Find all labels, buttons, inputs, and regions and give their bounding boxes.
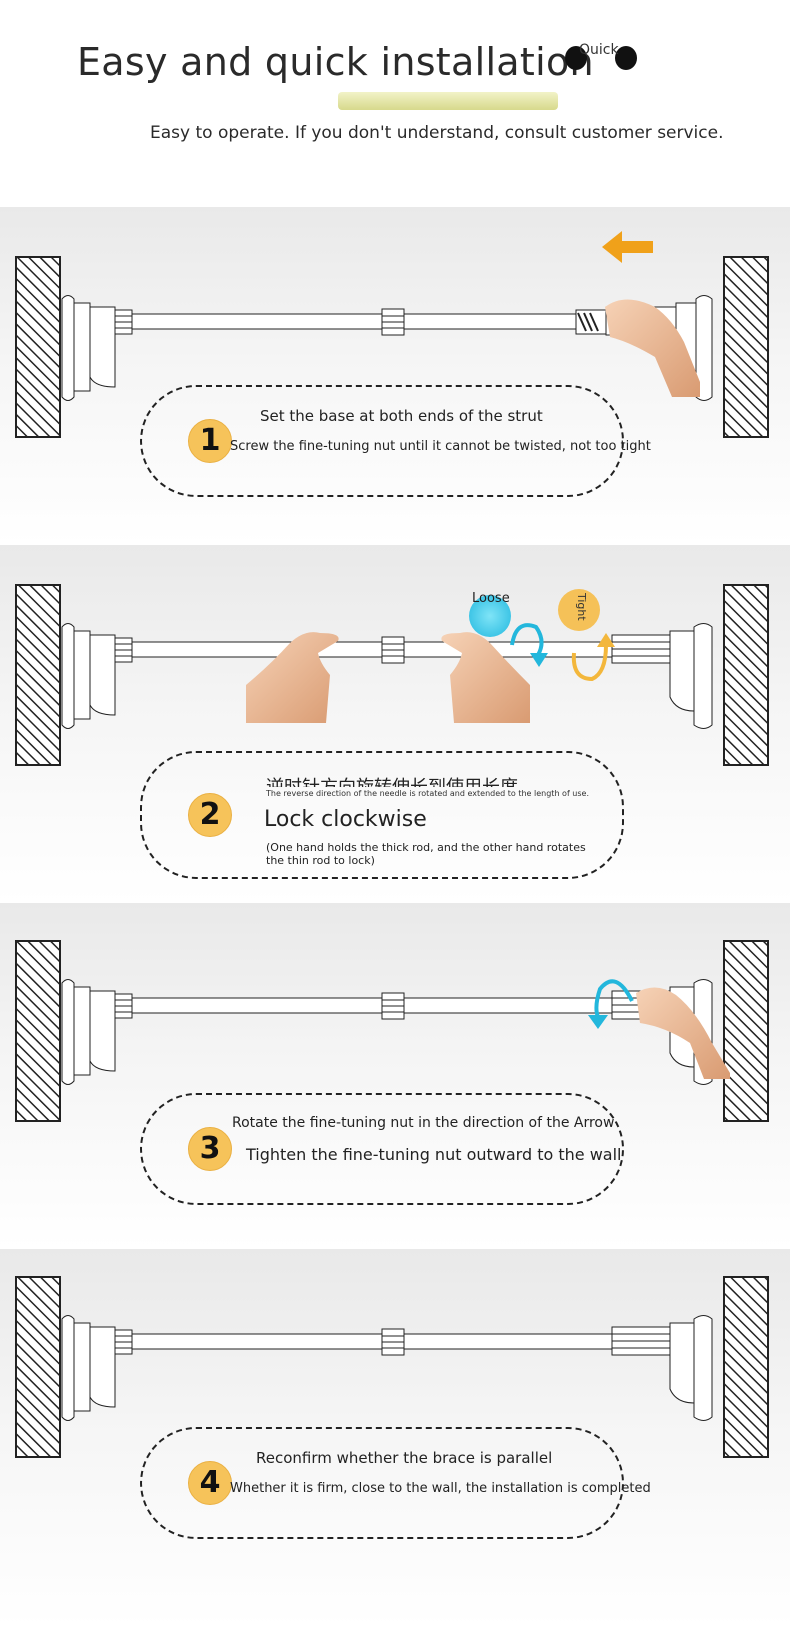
step-4-line1: Reconfirm whether the brace is parallel [256,1449,553,1467]
rod-illustration [15,940,769,1122]
dot-icon [565,46,587,70]
subtitle: Easy to operate. If you don't understand… [150,123,724,143]
step-1-line2: Screw the fine-tuning nut until it canno… [230,439,651,454]
dot-icon [615,46,637,70]
step-2-panel: Loose Tight 2 逆时针方向旋转伸长到使用长度 The reverse… [0,545,790,903]
rod-illustration [15,584,769,766]
loose-badge [469,595,511,637]
step-number-badge: 4 [188,1461,232,1505]
step-number-badge: 3 [188,1127,232,1171]
loose-label: Loose [472,591,510,606]
step-2-title: Lock clockwise [264,807,427,832]
step-1-panel: 1 Set the base at both ends of the strut… [0,207,790,545]
quick-badge: Quick [565,42,641,70]
title-highlight [338,92,558,110]
step-3-line1: Rotate the fine-tuning nut in the direct… [232,1115,615,1131]
step-3-bubble: 3 Rotate the fine-tuning nut in the dire… [140,1093,624,1205]
step-2-bubble: 2 逆时针方向旋转伸长到使用长度 The reverse direction o… [140,751,624,879]
page-title: Easy and quick installation [77,40,594,84]
step-2-english-small: The reverse direction of the needle is r… [266,789,590,798]
step-1-line1: Set the base at both ends of the strut [260,407,543,425]
step-1-bubble: 1 Set the base at both ends of the strut… [140,385,651,497]
step-2-chinese: 逆时针方向旋转伸长到使用长度 [266,773,518,787]
step-2-note: (One hand holds the thick rod, and the o… [266,841,586,867]
tight-badge [558,589,600,631]
step-3-line2: Tighten the fine-tuning nut outward to t… [246,1145,622,1164]
step-4-bubble: 4 Reconfirm whether the brace is paralle… [140,1427,651,1539]
tight-label: Tight [575,593,588,621]
step-4-line2: Whether it is firm, close to the wall, t… [230,1481,651,1496]
quick-badge-label: Quick [579,42,619,58]
rod-illustration [15,1276,769,1458]
step-3-panel: 3 Rotate the fine-tuning nut in the dire… [0,903,790,1249]
rod-illustration [15,231,769,438]
step-4-panel: 4 Reconfirm whether the brace is paralle… [0,1249,790,1627]
step-number-badge: 1 [188,419,232,463]
header: Easy and quick installation Quick Easy t… [0,0,790,207]
step-number-badge: 2 [188,793,232,837]
